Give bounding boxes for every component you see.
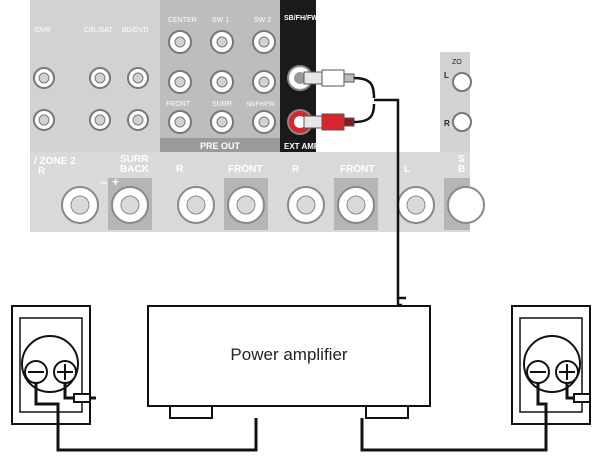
rca-cable xyxy=(353,76,406,307)
input-labels: /DVR CBL/SAT BD/DVD CENTER SW 1 SW 2 SB/… xyxy=(34,15,462,151)
rca-jack[interactable] xyxy=(210,70,234,94)
rca-jack[interactable] xyxy=(33,67,55,89)
rca-jack[interactable] xyxy=(252,70,276,94)
ext-amp-jacks xyxy=(287,65,355,135)
label-l: L xyxy=(404,164,410,175)
label-surr: SURR xyxy=(212,101,232,108)
label-center: CENTER xyxy=(168,17,197,24)
speaker-post[interactable] xyxy=(447,186,485,224)
right-speaker xyxy=(511,305,591,425)
speaker-post[interactable] xyxy=(287,186,325,224)
amplifier-foot xyxy=(365,405,409,419)
rca-jack[interactable] xyxy=(127,67,149,89)
label-sw1: SW 1 xyxy=(212,17,229,24)
wire-clip xyxy=(573,393,591,403)
rca-jack[interactable] xyxy=(210,110,234,134)
rca-jack[interactable] xyxy=(252,30,276,54)
label-zone-r: R xyxy=(444,119,450,128)
label-ext-amp: EXT AMP xyxy=(284,142,320,151)
amplifier-label: Power amplifier xyxy=(230,345,347,364)
speaker-post[interactable] xyxy=(337,186,375,224)
label-bd-dvd: BD/DVD xyxy=(122,27,148,34)
rca-jack[interactable] xyxy=(89,67,111,89)
label-r2: R xyxy=(292,164,300,175)
rca-jack[interactable] xyxy=(168,110,192,134)
rca-jack[interactable] xyxy=(168,70,192,94)
left-speaker xyxy=(11,305,91,425)
speaker-post[interactable] xyxy=(61,186,99,224)
speaker-post[interactable] xyxy=(111,186,149,224)
rca-jack[interactable] xyxy=(452,72,472,92)
speaker-wires xyxy=(34,383,591,452)
speaker-posts: – + xyxy=(61,175,485,230)
label-zone2: / ZONE 2 xyxy=(34,156,76,167)
label-b: B xyxy=(458,164,465,175)
speaker-post[interactable] xyxy=(227,186,265,224)
label-front1: FRONT xyxy=(228,164,262,175)
label-front: FRONT xyxy=(166,101,191,108)
label-dvr: /DVR xyxy=(34,27,51,34)
speaker-terminal-labels: / ZONE 2 R SURR BACK R FRONT R FRONT L S… xyxy=(34,154,465,177)
label-sb-fh-fw-top: SB/FH/FW xyxy=(284,15,318,22)
label-s: S xyxy=(458,154,465,165)
label-surr: SURR xyxy=(120,154,149,165)
amplifier-foot xyxy=(169,405,213,419)
rca-jack[interactable] xyxy=(452,112,472,132)
wire-clip xyxy=(73,393,91,403)
speaker-post[interactable] xyxy=(397,186,435,224)
rca-plug-white xyxy=(303,69,355,87)
label-cbl-sat: CBL/SAT xyxy=(84,27,113,34)
rca-jacks xyxy=(33,30,472,134)
speaker-post[interactable] xyxy=(177,186,215,224)
rca-plug-red xyxy=(303,113,355,131)
label-sb-fh-fw-mid: SB/FH/FW xyxy=(246,102,275,108)
power-amplifier: Power amplifier xyxy=(147,305,431,419)
label-pre-out: PRE OUT xyxy=(200,141,241,151)
label-front2: FRONT xyxy=(340,164,374,175)
rca-jack[interactable] xyxy=(33,109,55,131)
label-zone: ZO xyxy=(452,59,462,66)
label-zone2-r: R xyxy=(38,166,46,177)
amplifier-body xyxy=(147,305,431,407)
rca-jack[interactable] xyxy=(252,110,276,134)
terminal-plus-sign: + xyxy=(112,175,119,189)
label-zone-l: L xyxy=(444,71,449,80)
rca-jack[interactable] xyxy=(210,30,234,54)
rca-jack[interactable] xyxy=(89,109,111,131)
pre-out-bar xyxy=(160,138,280,152)
zone-area xyxy=(440,52,470,152)
label-r1: R xyxy=(176,164,184,175)
label-back: BACK xyxy=(120,164,150,175)
label-sw2: SW 2 xyxy=(254,17,271,24)
rca-jack[interactable] xyxy=(127,109,149,131)
rca-jack[interactable] xyxy=(168,30,192,54)
terminal-minus-sign: – xyxy=(100,175,107,189)
